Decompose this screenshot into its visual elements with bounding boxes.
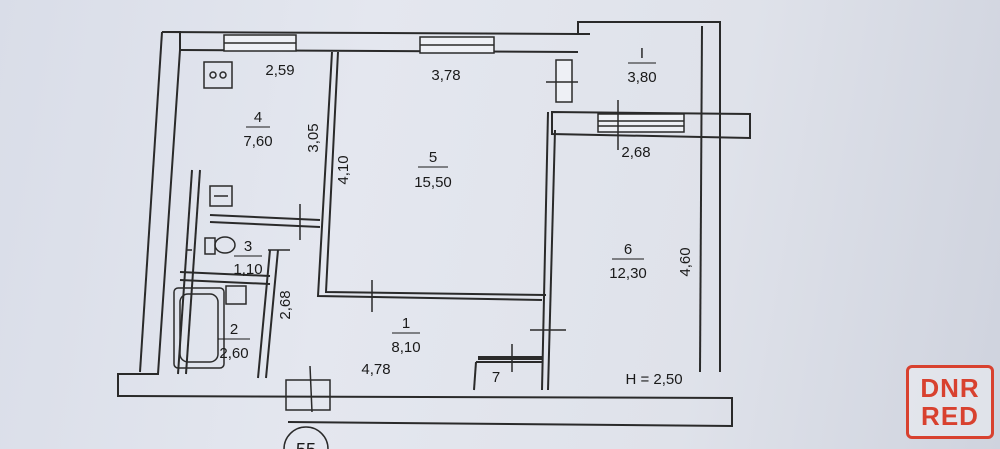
room-bathroom-number: 2 bbox=[230, 321, 238, 338]
room-closet-number: 7 bbox=[492, 369, 500, 386]
toilet-icon bbox=[214, 236, 236, 254]
room-bedroom-area: 12,30 bbox=[609, 265, 647, 282]
room-hall-area: 8,10 bbox=[391, 339, 420, 356]
page-number-badge: 55 bbox=[283, 426, 329, 449]
page-number: 55 bbox=[296, 440, 316, 449]
dim-living-width: 3,78 bbox=[431, 67, 460, 84]
room-kitchen-number: 4 bbox=[254, 109, 262, 126]
washbasin-icon bbox=[225, 285, 247, 305]
room-toilet-number: 3 bbox=[244, 238, 252, 255]
room-bathroom-area: 2,60 bbox=[219, 345, 248, 362]
dim-kitchen-width: 2,59 bbox=[265, 62, 294, 79]
room-hall-number: 1 bbox=[402, 315, 410, 332]
walls bbox=[117, 21, 751, 428]
room-kitchen-area: 7,60 bbox=[243, 133, 272, 150]
dim-bath-depth: 2,68 bbox=[277, 290, 294, 319]
room-toilet-area: 1,10 bbox=[233, 261, 262, 278]
dimension-labels: 2,59 3,78 2,68 4,78 3,05 4,10 2,68 4,60 … bbox=[265, 62, 694, 388]
fixtures bbox=[173, 61, 247, 369]
room-labels: 4 7,60 5 15,50 I 3,80 3 1,10 2 2,60 1 8,… bbox=[218, 45, 657, 386]
watermark-line1: DNR bbox=[920, 373, 980, 403]
room-living-area: 15,50 bbox=[414, 174, 452, 191]
room-bedroom-number: 6 bbox=[624, 241, 632, 258]
watermark-line2: RED bbox=[921, 401, 979, 431]
sink-icon bbox=[209, 185, 233, 207]
ceiling-height: H = 2,50 bbox=[625, 371, 682, 388]
dim-bedroom-depth: 4,60 bbox=[677, 247, 694, 276]
watermark-logo: DNR RED bbox=[906, 365, 994, 439]
room-balcony-area: 3,80 bbox=[627, 69, 656, 86]
dim-bedroom-width: 2,68 bbox=[621, 144, 650, 161]
room-living-number: 5 bbox=[429, 149, 437, 166]
dim-kitchen-depth: 3,05 bbox=[305, 123, 322, 152]
stove-icon bbox=[203, 61, 233, 89]
windows bbox=[223, 34, 685, 411]
bathtub-icon bbox=[173, 287, 225, 369]
room-balcony-number: I bbox=[640, 45, 644, 62]
dim-hall-length: 4,78 bbox=[361, 361, 390, 378]
dim-living-depth: 4,10 bbox=[335, 155, 352, 184]
door-marks bbox=[186, 81, 619, 413]
